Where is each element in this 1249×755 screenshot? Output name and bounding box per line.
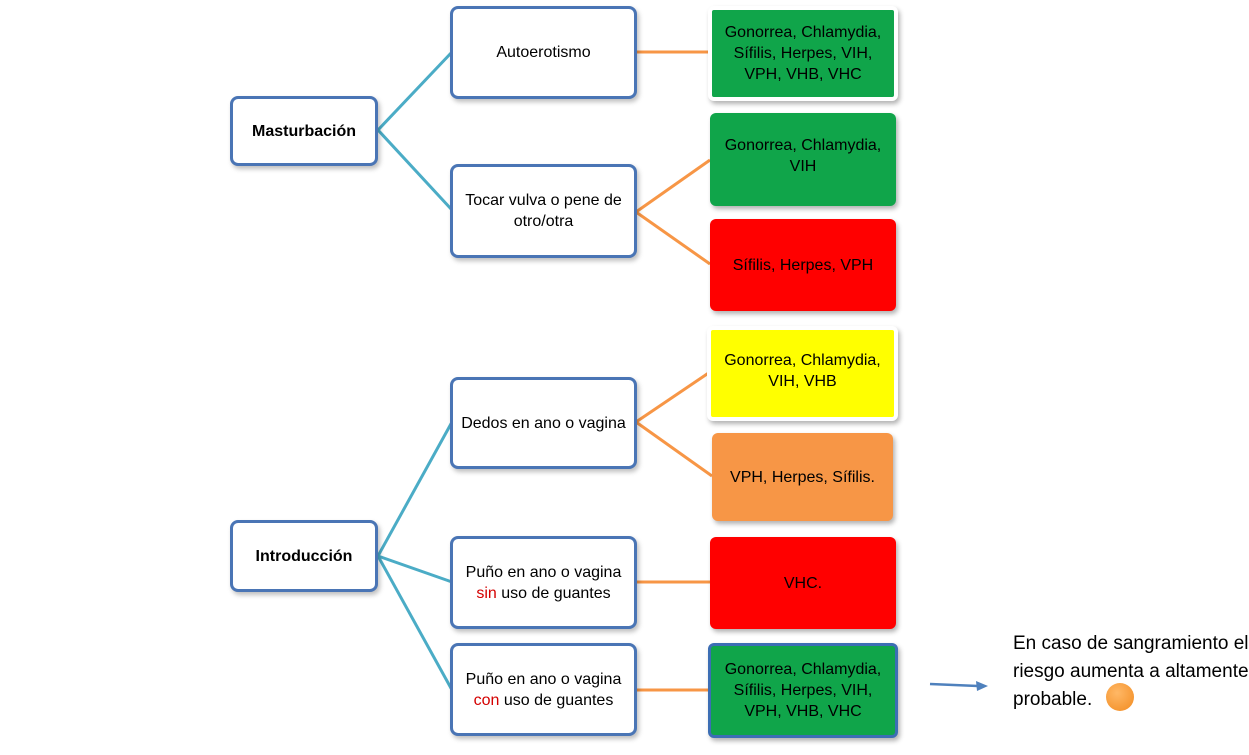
node-tocar-label: Tocar vulva o pene de otro/otra [465,192,622,230]
node-puno-con-rest: uso de guantes [499,691,614,709]
connector-introduccion-puno-sin [377,554,453,584]
risk-box-r4: Gonorrea, Chlamydia, VIH, VHB [707,326,898,421]
node-puno-con-highlight: con [473,691,500,709]
risk-r6-label: VHC. [783,574,823,592]
risk-box-r1: Gonorrea, Chlamydia, Sífilis, Herpes, VI… [708,6,898,101]
bleeding-note-text: En caso de sangramiento el riesgo aument… [1013,633,1249,711]
connector-tocar-r3 [635,210,711,266]
node-dedos-label: Dedos en ano o vagina [461,414,626,432]
risk-box-r6: VHC. [710,537,896,629]
node-puno-sin-highlight: sin [476,584,497,602]
node-puno-sin: Puño en ano o vagina sin uso de guantes [450,536,637,629]
note-arrow-head [976,681,988,691]
node-puno-con-text: Puño en ano o vagina [465,670,622,688]
connector-dedos-r4 [635,370,711,424]
node-autoerotismo: Autoerotismo [450,6,637,99]
connector-masturbacion-tocar [376,128,454,212]
root-masturbacion: Masturbación [230,96,378,166]
node-dedos: Dedos en ano o vagina [450,377,637,469]
risk-r5-label: VPH, Herpes, Sífilis. [730,468,875,486]
connector-dedos-r5 [635,420,713,478]
node-puno-sin-rest: uso de guantes [496,584,611,602]
risk-r3-label: Sífilis, Herpes, VPH [732,256,874,274]
risk-box-r5: VPH, Herpes, Sífilis. [712,433,893,521]
node-tocar: Tocar vulva o pene de otro/otra [450,164,637,258]
connector-introduccion-puno-con [376,555,454,691]
node-autoerotismo-label: Autoerotismo [496,44,591,61]
root-introduccion-label: Introducción [255,547,353,565]
risk-box-r2: Gonorrea, Chlamydia, VIH [710,113,896,206]
risk-box-r7: Gonorrea, Chlamydia, Sífilis, Herpes, VI… [708,643,898,738]
note-arrow-line [929,682,979,688]
risk-r4-label: Gonorrea, Chlamydia, VIH, VHB [724,352,881,390]
connector-tocar-r2 [635,158,711,214]
bleeding-note: En caso de sangramiento el riesgo aument… [1013,630,1249,714]
node-puno-sin-text: Puño en ano o vagina [465,563,622,581]
risk-r2-label: Gonorrea, Chlamydia, VIH [724,137,882,175]
node-puno-con-label: Puño en ano o vagina con uso de guantes [466,669,622,711]
root-masturbacion-label: Masturbación [251,122,356,140]
connector-masturbacion-autoerotismo [376,50,454,132]
root-introduccion: Introducción [230,520,378,592]
node-puno-con: Puño en ano o vagina con uso de guantes [450,643,637,736]
connector-introduccion-dedos [376,421,454,557]
risk-r7-label: Gonorrea, Chlamydia, Sífilis, Herpes, VI… [724,661,882,720]
node-puno-sin-label: Puño en ano o vagina sin uso de guantes [466,562,622,604]
orange-circle-icon [1106,683,1135,711]
risk-box-r3: Sífilis, Herpes, VPH [710,219,896,311]
risk-r1-label: Gonorrea, Chlamydia, Sífilis, Herpes, VI… [724,24,882,83]
